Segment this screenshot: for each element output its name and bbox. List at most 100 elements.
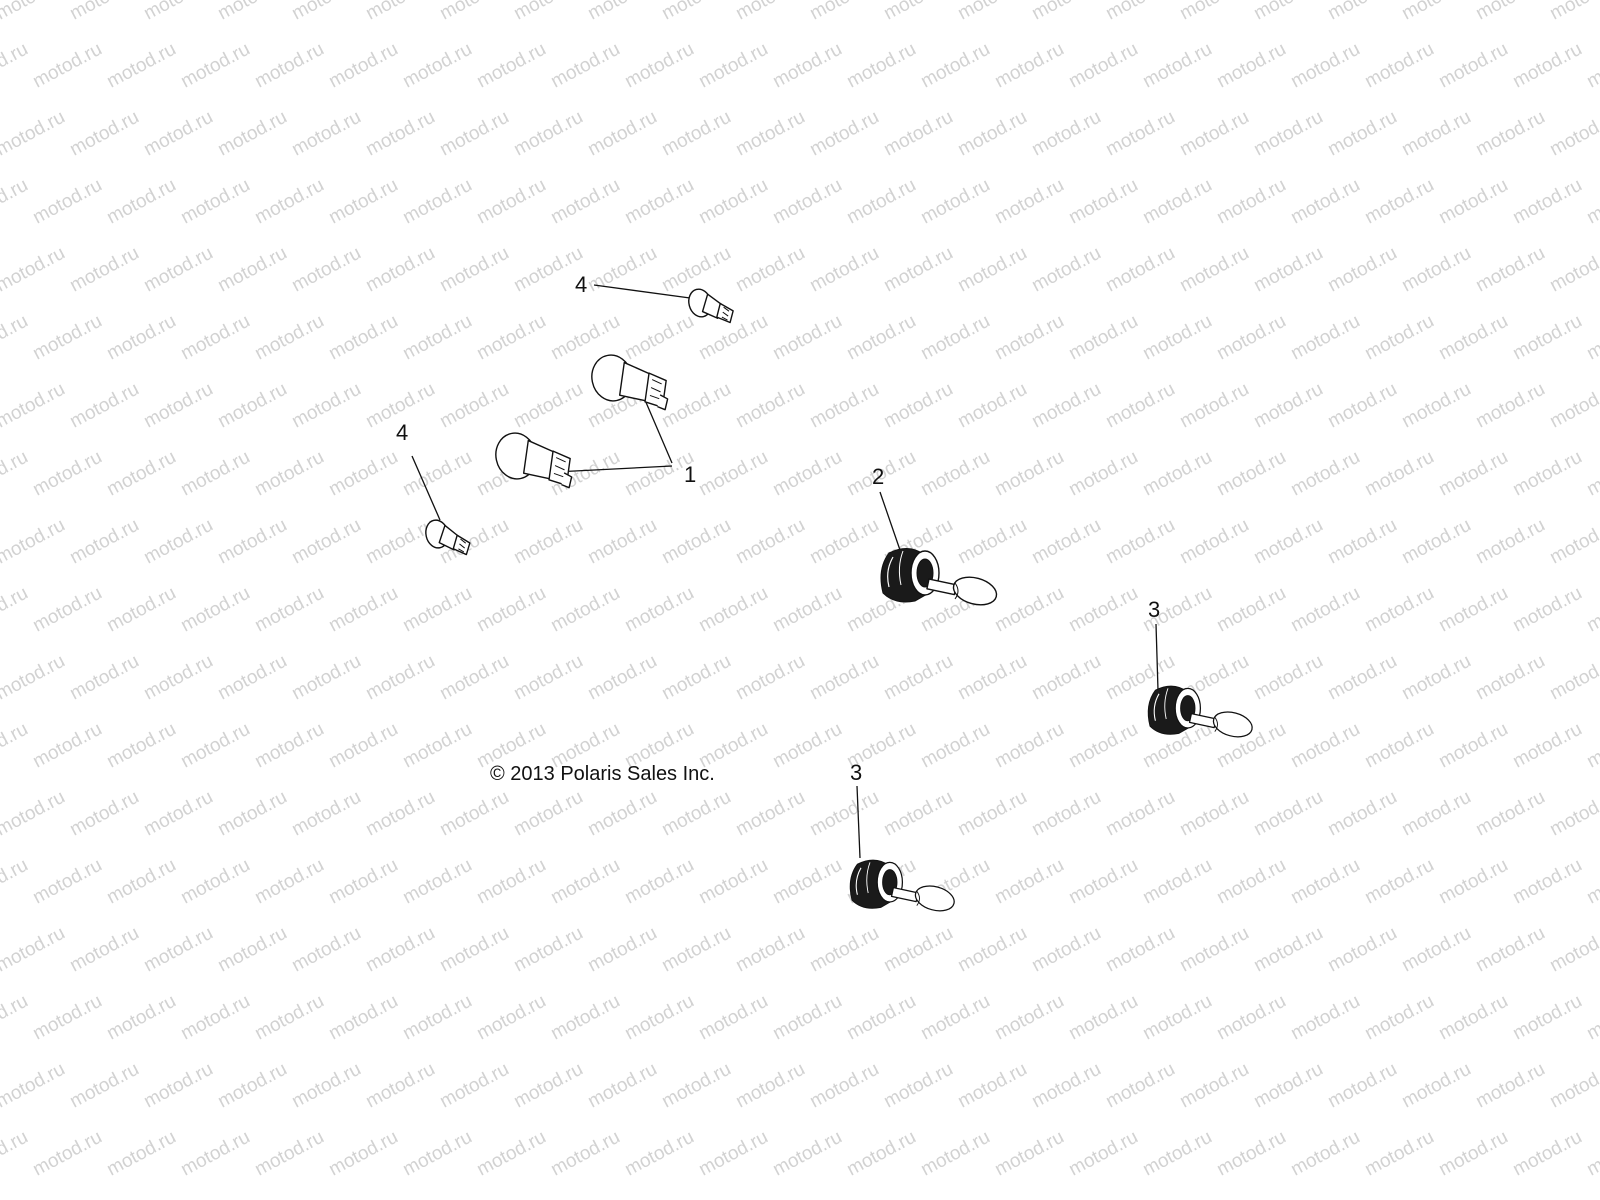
watermark-text: motod.ru bbox=[1361, 311, 1437, 365]
watermark-text: motod.ru bbox=[0, 379, 69, 433]
watermark-text: motod.ru bbox=[917, 39, 993, 93]
watermark-text: motod.ru bbox=[621, 991, 697, 1045]
watermark-text: motod.ru bbox=[436, 243, 512, 297]
watermark-text: motod.ru bbox=[1139, 39, 1215, 93]
watermark-text: motod.ru bbox=[732, 379, 808, 433]
watermark-text: motod.ru bbox=[806, 515, 882, 569]
leader-line-4-top bbox=[593, 284, 691, 299]
watermark-text: motod.ru bbox=[103, 175, 179, 229]
watermark-text: motod.ru bbox=[806, 379, 882, 433]
watermark-text: motod.ru bbox=[399, 1127, 475, 1181]
watermark-text: motod.ru bbox=[436, 651, 512, 705]
watermark-text: motod.ru bbox=[103, 447, 179, 501]
watermark-text: motod.ru bbox=[584, 923, 660, 977]
watermark-text: motod.ru bbox=[1509, 855, 1585, 909]
watermark-text: motod.ru bbox=[1435, 583, 1511, 637]
watermark-text: motod.ru bbox=[1509, 991, 1585, 1045]
watermark-text: motod.ru bbox=[806, 243, 882, 297]
watermark-text: motod.ru bbox=[1250, 923, 1326, 977]
watermark-text: motod.ru bbox=[66, 515, 142, 569]
watermark-text: motod.ru bbox=[1287, 855, 1363, 909]
watermark-text: motod.ru bbox=[1176, 1059, 1252, 1113]
watermark-text: motod.ru bbox=[1398, 515, 1474, 569]
watermark-text: motod.ru bbox=[140, 787, 216, 841]
watermark-text: motod.ru bbox=[1287, 39, 1363, 93]
watermark-text: motod.ru bbox=[658, 515, 734, 569]
watermark-text: motod.ru bbox=[103, 855, 179, 909]
watermark-text: motod.ru bbox=[1546, 787, 1600, 841]
watermark-text: motod.ru bbox=[880, 787, 956, 841]
watermark-text: motod.ru bbox=[843, 1127, 919, 1181]
leader-line-3-right bbox=[1155, 623, 1159, 691]
watermark-text: motod.ru bbox=[1361, 583, 1437, 637]
watermark-text: motod.ru bbox=[954, 651, 1030, 705]
watermark-text: motod.ru bbox=[658, 1059, 734, 1113]
watermark-text: motod.ru bbox=[584, 1059, 660, 1113]
watermark-text: motod.ru bbox=[29, 991, 105, 1045]
watermark-text: motod.ru bbox=[29, 447, 105, 501]
watermark-text: motod.ru bbox=[806, 651, 882, 705]
watermark-text: motod.ru bbox=[1028, 651, 1104, 705]
callout-3-right: 3 bbox=[1148, 597, 1160, 622]
watermark-text: motod.ru bbox=[880, 243, 956, 297]
watermark-text: motod.ru bbox=[1546, 923, 1600, 977]
watermark-text: motod.ru bbox=[1361, 39, 1437, 93]
watermark-text: motod.ru bbox=[1250, 243, 1326, 297]
watermark-text: motod.ru bbox=[621, 39, 697, 93]
watermark-text: motod.ru bbox=[362, 651, 438, 705]
watermark-text: motod.ru bbox=[399, 39, 475, 93]
watermark-text: motod.ru bbox=[769, 991, 845, 1045]
watermark-text: motod.ru bbox=[140, 515, 216, 569]
watermark-text: motod.ru bbox=[1509, 583, 1585, 637]
watermark-text: motod.ru bbox=[362, 923, 438, 977]
watermark-text: motod.ru bbox=[288, 0, 364, 24]
watermark-text: motod.ru bbox=[214, 787, 290, 841]
watermark-text: motod.ru bbox=[140, 107, 216, 161]
watermark-text: motod.ru bbox=[1398, 379, 1474, 433]
watermark-text: motod.ru bbox=[1361, 719, 1437, 773]
watermark-text: motod.ru bbox=[806, 1059, 882, 1113]
watermark-text: motod.ru bbox=[288, 515, 364, 569]
watermark-text: motod.ru bbox=[547, 39, 623, 93]
watermark-text: motod.ru bbox=[362, 1059, 438, 1113]
watermark-text: motod.ru bbox=[1065, 39, 1141, 93]
watermark-text: motod.ru bbox=[732, 787, 808, 841]
watermark-text: motod.ru bbox=[1435, 39, 1511, 93]
watermark-text: motod.ru bbox=[214, 923, 290, 977]
watermark-text: motod.ru bbox=[1028, 1059, 1104, 1113]
watermark-text: motod.ru bbox=[991, 719, 1067, 773]
watermark-text: motod.ru bbox=[251, 447, 327, 501]
watermark-text: motod.ru bbox=[806, 0, 882, 24]
watermark-text: motod.ru bbox=[732, 651, 808, 705]
watermark-text: motod.ru bbox=[621, 1127, 697, 1181]
watermark-text: motod.ru bbox=[1139, 855, 1215, 909]
watermark-text: motod.ru bbox=[1065, 447, 1141, 501]
watermark-text: motod.ru bbox=[1324, 923, 1400, 977]
watermark-text: motod.ru bbox=[399, 719, 475, 773]
watermark-text: motod.ru bbox=[658, 0, 734, 24]
watermark-text: motod.ru bbox=[547, 991, 623, 1045]
watermark-text: motod.ru bbox=[510, 787, 586, 841]
watermark-text: motod.ru bbox=[584, 515, 660, 569]
watermark-text: motod.ru bbox=[66, 923, 142, 977]
watermark-text: motod.ru bbox=[0, 39, 32, 93]
watermark-text: motod.ru bbox=[954, 107, 1030, 161]
watermark-text: motod.ru bbox=[621, 175, 697, 229]
watermark-text: motod.ru bbox=[1176, 787, 1252, 841]
watermark-text: motod.ru bbox=[954, 379, 1030, 433]
watermark-text: motod.ru bbox=[29, 311, 105, 365]
watermark-text: motod.ru bbox=[510, 379, 586, 433]
watermark-text: motod.ru bbox=[0, 855, 32, 909]
watermark-text: motod.ru bbox=[658, 651, 734, 705]
watermark-text: motod.ru bbox=[66, 651, 142, 705]
watermark-text: motod.ru bbox=[66, 379, 142, 433]
watermark-text: motod.ru bbox=[0, 175, 32, 229]
watermark-text: motod.ru bbox=[1398, 651, 1474, 705]
watermark-text: motod.ru bbox=[1176, 0, 1252, 24]
watermark-text: motod.ru bbox=[806, 787, 882, 841]
watermark-text: motod.ru bbox=[436, 923, 512, 977]
watermark-text: motod.ru bbox=[288, 243, 364, 297]
watermark-text: motod.ru bbox=[140, 0, 216, 24]
watermark-text: motod.ru bbox=[732, 1059, 808, 1113]
watermark-text: motod.ru bbox=[473, 991, 549, 1045]
